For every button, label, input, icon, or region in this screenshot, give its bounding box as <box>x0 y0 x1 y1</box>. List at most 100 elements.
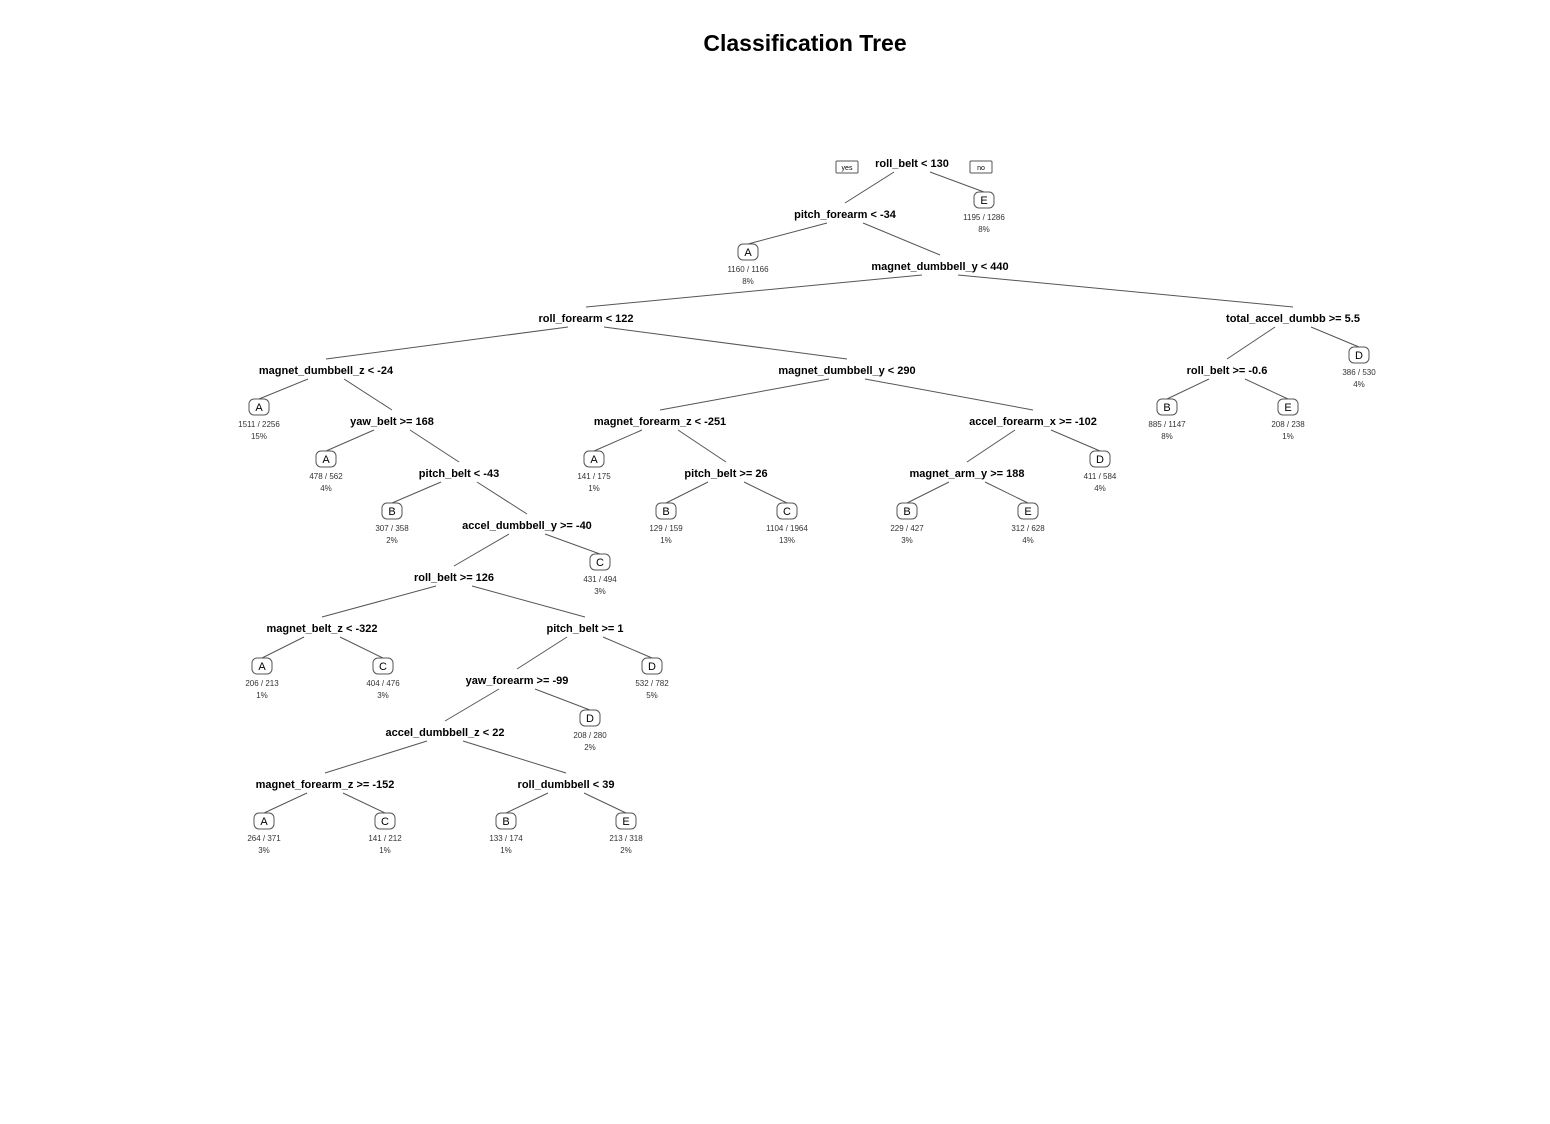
tree-edge <box>544 533 601 555</box>
tree-edge <box>1050 429 1101 452</box>
leaf-class-label: B <box>662 506 669 518</box>
leaf-percent-label: 1% <box>379 846 391 855</box>
leaf-count-label: 404 / 476 <box>366 679 400 688</box>
tree-edge <box>957 274 1294 308</box>
split-node-label: magnet_dumbbell_y < 290 <box>778 365 915 377</box>
leaf-percent-label: 13% <box>779 536 795 545</box>
leaf-percent-label: 5% <box>646 691 658 700</box>
tree-edge <box>321 585 437 618</box>
tree-edge <box>844 171 895 204</box>
leaf-class-label: A <box>590 454 598 466</box>
leaf-class-box <box>589 553 611 571</box>
leaf-class-label: A <box>260 816 268 828</box>
leaf-class-label: E <box>1024 506 1031 518</box>
tree-edge <box>1244 378 1289 400</box>
split-node-label: magnet_dumbbell_y < 440 <box>871 261 1008 273</box>
leaf-class-box <box>315 450 337 468</box>
tree-edge <box>342 792 386 814</box>
leaf-class-box <box>615 812 637 830</box>
leaf-count-label: 1160 / 1166 <box>727 265 769 274</box>
tree-edge <box>516 636 568 670</box>
leaf-percent-label: 1% <box>256 691 268 700</box>
leaf-class-label: B <box>388 506 395 518</box>
split-node-label: accel_dumbbell_y >= -40 <box>462 520 592 532</box>
tree-edge <box>476 481 528 515</box>
split-node-label: pitch_forearm < -34 <box>794 209 897 221</box>
no-tag-box <box>969 160 993 174</box>
leaf-class-box <box>1089 450 1111 468</box>
leaf-class-label: A <box>255 402 263 414</box>
leaf-percent-label: 1% <box>660 536 672 545</box>
tree-edge <box>534 688 591 711</box>
tree-edge <box>966 429 1016 463</box>
tree-edge <box>409 429 460 463</box>
leaf-count-label: 208 / 238 <box>1271 420 1305 429</box>
leaf-class-box <box>655 502 677 520</box>
leaf-class-label: D <box>1355 350 1363 362</box>
split-node-label: accel_dumbbell_z < 22 <box>386 727 505 739</box>
leaf-count-label: 1195 / 1286 <box>963 213 1005 222</box>
split-node-label: yaw_forearm >= -99 <box>466 675 569 687</box>
leaf-percent-label: 3% <box>594 587 606 596</box>
leaf-class-box <box>248 398 270 416</box>
leaf-class-label: C <box>379 661 387 673</box>
tree-edge <box>1166 378 1210 400</box>
tree-edge <box>593 429 643 452</box>
tree-edge <box>343 378 393 411</box>
split-node-label: magnet_arm_y >= 188 <box>910 468 1025 480</box>
split-node-label: yaw_belt >= 168 <box>350 416 434 428</box>
split-node-label: roll_belt >= -0.6 <box>1187 365 1268 377</box>
leaf-percent-label: 1% <box>588 484 600 493</box>
leaf-class-label: B <box>1163 402 1170 414</box>
leaf-class-box <box>495 812 517 830</box>
split-node-label: roll_dumbbell < 39 <box>518 779 615 791</box>
leaf-percent-label: 1% <box>500 846 512 855</box>
tree-edge <box>665 481 709 504</box>
leaf-count-label: 1511 / 2256 <box>238 420 280 429</box>
tree-edge <box>444 688 500 722</box>
tree-edge <box>583 792 627 814</box>
leaf-class-box <box>1156 398 1178 416</box>
leaf-percent-label: 4% <box>1353 380 1365 389</box>
tree-edge <box>929 171 985 193</box>
leaf-percent-label: 8% <box>742 277 754 286</box>
leaf-class-label: C <box>381 816 389 828</box>
leaf-node: A 141 / 175 1% <box>577 450 611 493</box>
tree-edge <box>1226 326 1276 360</box>
leaf-class-label: B <box>903 506 910 518</box>
split-node-label: total_accel_dumbb >= 5.5 <box>1226 313 1360 325</box>
leaf-count-label: 307 / 358 <box>375 524 409 533</box>
split-node-label: magnet_dumbbell_z < -24 <box>259 365 394 377</box>
tree-edge <box>862 222 941 256</box>
leaf-count-label: 141 / 175 <box>577 472 611 481</box>
leaf-count-label: 411 / 584 <box>1084 472 1117 481</box>
tree-edge <box>258 378 309 400</box>
leaf-count-label: 264 / 371 <box>247 834 281 843</box>
split-node-label: magnet_forearm_z >= -152 <box>256 779 395 791</box>
tree-edge <box>659 378 830 411</box>
split-node-label: pitch_belt >= 26 <box>684 468 767 480</box>
split-node-label: roll_belt >= 126 <box>414 572 494 584</box>
leaf-class-box <box>583 450 605 468</box>
tree-edge <box>505 792 549 814</box>
leaf-class-label: A <box>744 247 752 259</box>
leaf-percent-label: 2% <box>386 536 398 545</box>
tree-edge <box>325 429 375 452</box>
tree-edge <box>325 326 569 360</box>
split-node-label: roll_belt < 130 <box>875 158 949 170</box>
leaf-class-label: E <box>1284 402 1291 414</box>
leaf-class-box <box>372 657 394 675</box>
tree-nodes: roll_belt < 130 pitch_forearm < -34 magnet… <box>238 158 1376 855</box>
tree-edge <box>263 792 308 814</box>
tree-edge <box>603 326 848 360</box>
leaf-class-label: E <box>622 816 629 828</box>
